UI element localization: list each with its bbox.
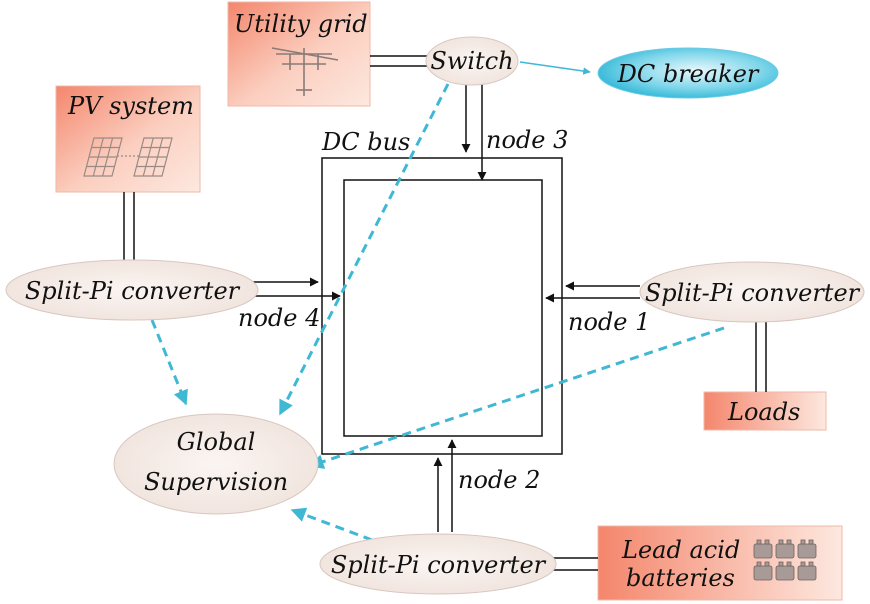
link-left-converter-to-supervision [150,319,188,406]
dc-breaker-node: DC breaker [597,47,779,99]
node1-label: node 1 [568,308,650,336]
dc-breaker-label: DC breaker [617,60,760,88]
node-arrows [246,84,640,532]
utility-grid-box: Utility grid [227,1,371,107]
global-supervision-label-line2: Supervision [144,468,288,496]
link-bottom-converter-to-supervision [290,507,373,542]
node4-label: node 4 [238,304,320,332]
switch-label: Switch [430,47,513,75]
converter-left: Split-Pi converter [5,259,259,321]
batteries-label-line1: Lead acid [621,536,740,564]
link-switch-to-breaker [519,61,591,75]
converter-right-label: Split-Pi converter [645,279,861,307]
switch-node: Switch [425,36,519,86]
link-right-converter-to-supervision [308,326,725,469]
converter-right: Split-Pi converter [639,261,865,323]
global-supervision-node: Global Supervision [113,413,319,515]
global-supervision-label-line1: Global [177,428,256,456]
utility-grid-label: Utility grid [234,10,368,38]
batteries-label-line2: batteries [626,564,735,592]
pv-system-box: PV system [55,85,201,193]
converter-left-label: Split-Pi converter [25,277,241,305]
dc-bus-label: DC bus [321,128,410,156]
supervision-links [150,61,725,542]
converter-bottom: Split-Pi converter [319,533,557,595]
battery-icon [753,539,817,581]
power-pole-icon [271,47,339,96]
loads-box: Loads [703,391,827,431]
converter-bottom-label: Split-Pi converter [331,551,547,579]
node2-label: node 2 [458,466,540,494]
link-switch-to-supervision [278,83,450,416]
loads-label: Loads [727,398,800,426]
connection-lines [123,55,767,571]
batteries-box: Lead acid batteries [597,525,843,601]
dc-bus: DC bus [321,128,563,455]
pv-system-label: PV system [67,92,194,120]
solar-panel-icon [83,137,173,177]
node3-label: node 3 [486,126,568,154]
